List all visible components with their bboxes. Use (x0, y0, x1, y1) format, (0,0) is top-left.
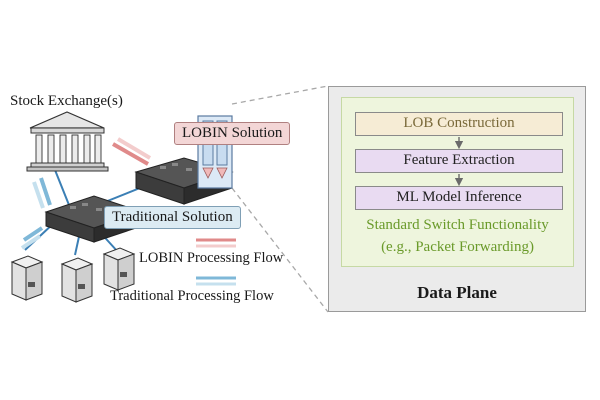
legend-traditional-flow-arrows (196, 276, 236, 286)
lobin-flow-legend-label: LOBIN Processing Flow (139, 250, 284, 266)
lobin-flow-arrows (112, 137, 152, 166)
zoom-line-top (231, 85, 329, 105)
traditional-flow-arrows (20, 177, 52, 250)
server-icon (10, 255, 44, 301)
lobin-solution-label: LOBIN Solution (174, 122, 291, 145)
traditional-flow-legend-label: Traditional Processing Flow (110, 288, 274, 304)
data-plane-title: Data Plane (417, 283, 497, 302)
traditional-solution-label: Traditional Solution (104, 206, 241, 229)
stock-exchange-icon (26, 111, 109, 172)
standard-functionality-line2: (e.g., Packet Forwarding) (381, 239, 534, 255)
stock-exchange-label: Stock Exchange(s) (10, 93, 123, 109)
stage-feature-extraction: Feature Extraction (355, 149, 563, 173)
server-icon (102, 247, 136, 291)
server-icon (60, 257, 94, 303)
stage-ml-model-inference: ML Model Inference (355, 186, 563, 210)
standard-functionality-line1: Standard Switch Functionality (366, 217, 549, 233)
stage-lob-construction: LOB Construction (355, 112, 563, 136)
zoom-line-bottom (231, 187, 329, 313)
legend-lobin-flow-arrows (196, 238, 236, 248)
